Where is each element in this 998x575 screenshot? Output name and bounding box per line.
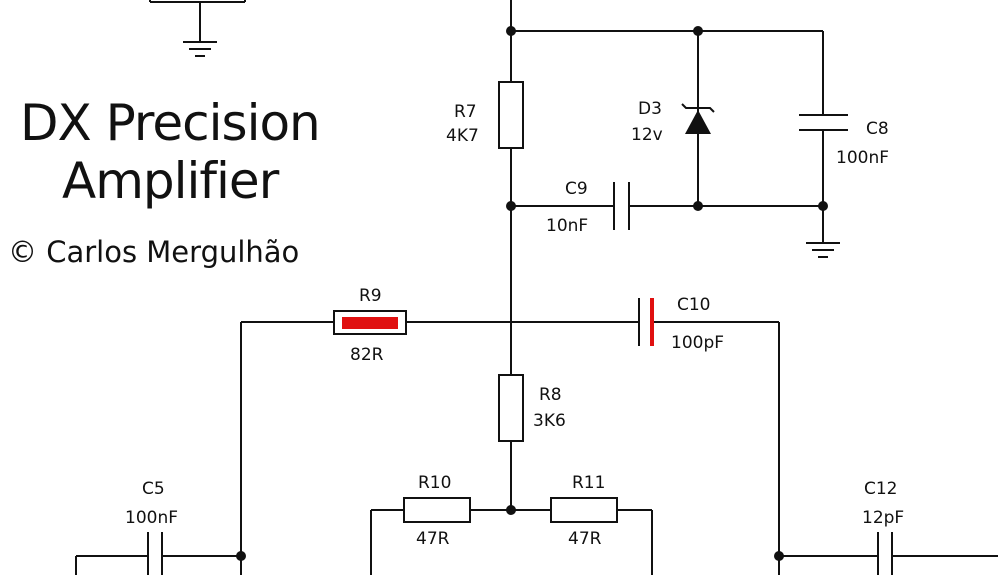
D3-value: 12v: [631, 125, 663, 145]
resistor-R9: R9 82R: [241, 286, 640, 365]
R10-value: 47R: [416, 529, 450, 549]
diode-triangle: [685, 110, 711, 134]
C5-ref: C5: [142, 479, 165, 499]
R11-value: 47R: [568, 529, 602, 549]
R8-value: 3K6: [533, 411, 566, 431]
R8-ref: R8: [539, 385, 562, 405]
R7-value: 4K7: [446, 126, 479, 146]
R11-ref: R11: [572, 473, 605, 493]
C9-ref: C9: [565, 179, 588, 199]
C10-ref: C10: [677, 295, 711, 315]
R7-ref: R7: [454, 102, 477, 122]
junction-dot: [818, 201, 828, 211]
C9-value: 10nF: [546, 216, 588, 236]
ground-symbol: [183, 41, 217, 57]
top-left-ground-group: [149, 0, 246, 57]
D3-ref: D3: [638, 99, 662, 119]
R10-ref: R10: [418, 473, 451, 493]
junction-dot: [693, 201, 703, 211]
C5-value: 100nF: [125, 508, 178, 528]
resistor-R7: R7 4K7: [446, 81, 524, 375]
capacitor-C12: C12 12pF: [774, 479, 998, 575]
supply-rail: [506, 0, 824, 243]
capacitor-C10: C10 100pF: [638, 295, 780, 575]
junction-dot: [236, 551, 246, 561]
C10-value: 100pF: [671, 333, 724, 353]
capacitor-C9: C9 10nF: [506, 179, 828, 236]
resistor-R11: R11 47R: [506, 473, 653, 575]
junction-dot: [506, 26, 516, 36]
resistor-R8: R8 3K6: [498, 374, 566, 510]
R9-ref: R9: [359, 286, 382, 306]
junction-dot: [693, 26, 703, 36]
C12-ref: C12: [864, 479, 898, 499]
C12-value: 12pF: [862, 508, 904, 528]
junction-dot: [506, 505, 516, 515]
capacitor-C5: C5 100nF: [75, 479, 246, 575]
capacitor-C8: C8 100nF: [799, 114, 889, 168]
R9-value: 82R: [350, 345, 384, 365]
resistor-R10: R10 47R: [370, 473, 551, 575]
zener-D3: D3 12v: [631, 99, 715, 145]
ground-symbol: [806, 242, 840, 258]
junction-dot: [774, 551, 784, 561]
highlight-bar: [342, 317, 398, 329]
junction-dot: [506, 201, 516, 211]
C8-ref: C8: [866, 119, 889, 139]
C8-value: 100nF: [836, 148, 889, 168]
